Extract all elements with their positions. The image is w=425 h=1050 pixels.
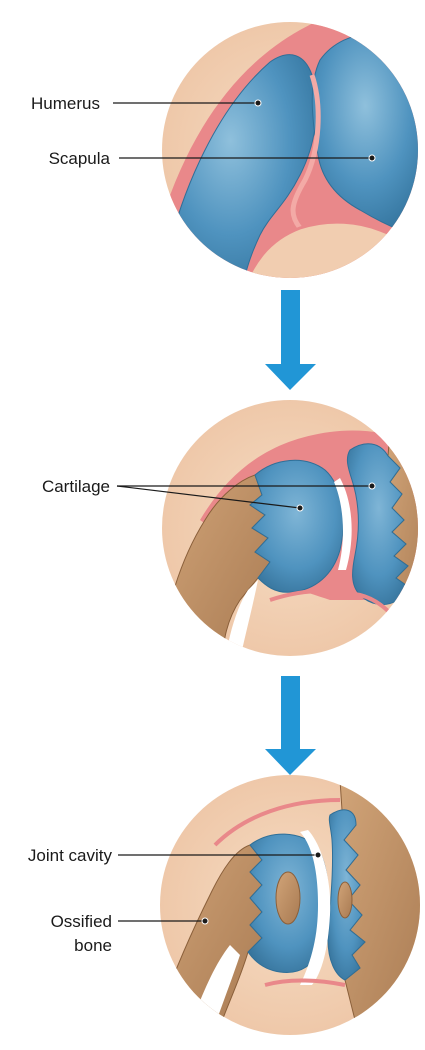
- leader-dot-humerus: [255, 100, 261, 106]
- label-ossified-line-2: bone: [74, 936, 112, 955]
- panel-2-cartilage-stage: Cartilage: [42, 400, 425, 670]
- panel-3-secondary-ossification-humerus: [276, 872, 300, 924]
- panel-3-secondary-ossification-scapula: [338, 882, 352, 918]
- label-cartilage: Cartilage: [42, 477, 110, 496]
- label-ossified-line-1: Ossified: [51, 912, 112, 931]
- leader-dot-scapula: [369, 155, 375, 161]
- leader-dot-ossified-bone: [202, 918, 208, 924]
- panel-2-humerus-cartilage: [250, 460, 343, 592]
- label-joint-cavity: Joint cavity: [28, 846, 113, 865]
- panel-3-synovial-joint: Joint cavity Ossified bone: [28, 775, 425, 1040]
- label-scapula: Scapula: [49, 149, 111, 168]
- panel-1-embryonic-mesenchyme: Humerus Scapula: [31, 10, 425, 300]
- leader-dot-cartilage-2: [369, 483, 375, 489]
- down-arrow-icon: [265, 676, 316, 775]
- leader-dot-joint-cavity: [315, 852, 321, 858]
- down-arrow-icon: [265, 290, 316, 390]
- label-humerus: Humerus: [31, 94, 100, 113]
- leader-dot-cartilage-1: [297, 505, 303, 511]
